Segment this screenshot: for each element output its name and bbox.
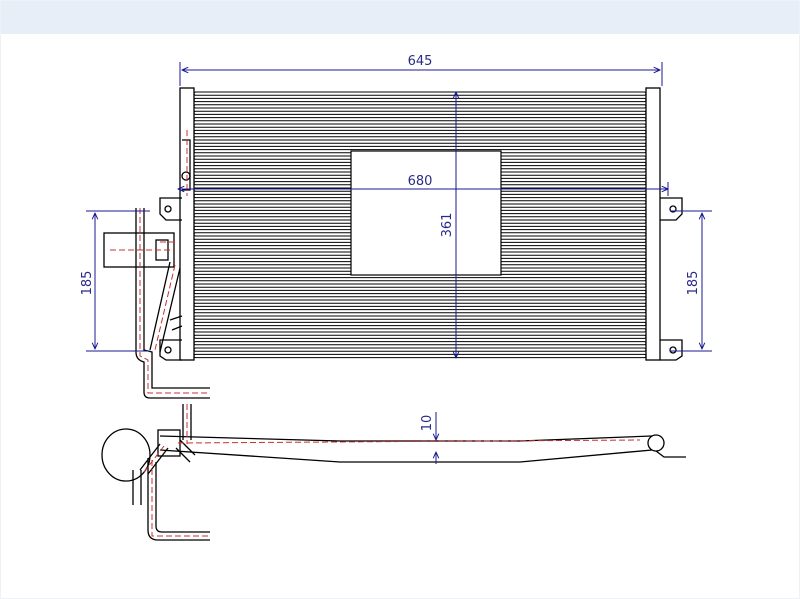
core-tube — [193, 347, 647, 352]
left-header-tank — [179, 87, 195, 361]
core-tube — [193, 142, 647, 147]
right-end-tail — [655, 450, 686, 458]
core-window — [350, 150, 502, 276]
core-tube — [193, 123, 647, 128]
core-tube — [193, 97, 647, 103]
core-tube — [193, 289, 647, 295]
inlet-pipe-outer — [143, 208, 210, 389]
right-lower-bracket — [660, 339, 683, 361]
inlet-pipe — [135, 208, 210, 399]
dim-thickness: 10 — [420, 415, 435, 432]
core-tube — [193, 309, 647, 314]
core-tube — [193, 296, 647, 301]
core-tube — [193, 334, 647, 339]
right-header-tank — [645, 87, 661, 361]
dim-bracket-left: 185 — [80, 271, 95, 296]
core-tube — [193, 104, 647, 109]
core-tube — [193, 353, 647, 359]
right-end-fitting — [647, 434, 665, 452]
core-tube — [193, 283, 647, 288]
core-tube — [193, 110, 647, 115]
left-lower-bracket — [159, 339, 182, 361]
outlet-pipe — [149, 261, 181, 353]
front-centerlines — [110, 130, 210, 394]
right-upper-bracket — [660, 197, 683, 221]
core-tube — [193, 136, 647, 141]
top-view-pipe-b — [132, 470, 142, 505]
core-tube — [193, 117, 647, 122]
core-tube — [193, 129, 647, 135]
core-profile-bottom — [159, 449, 653, 463]
core-tube — [193, 315, 647, 320]
dim-core-height: 361 — [440, 213, 455, 238]
header-bar — [0, 0, 800, 34]
core-tube — [193, 91, 647, 96]
dim-core-width: 680 — [408, 174, 433, 189]
receiver-drier — [101, 428, 151, 482]
core-tube — [193, 277, 647, 282]
dim-width-total: 645 — [408, 54, 433, 69]
front-dimensions — [86, 62, 712, 358]
left-upper-bracket — [159, 197, 182, 221]
top-view-block — [157, 429, 181, 457]
core-tube — [193, 302, 647, 307]
dim-bracket-right: 185 — [686, 271, 701, 296]
core-tube — [193, 341, 647, 346]
core-tube — [193, 321, 647, 327]
top-view-pipe-a — [182, 404, 192, 440]
outlet-tube-upper — [182, 139, 191, 191]
fitting-upper — [181, 171, 191, 181]
outlet-tube-lower — [169, 315, 183, 331]
top-view-pipe-c — [147, 458, 210, 541]
core-tube — [193, 328, 647, 333]
top-centerlines — [143, 404, 641, 537]
top-view — [101, 404, 686, 541]
top-view-pipe-d — [139, 443, 169, 475]
front-view — [103, 87, 683, 399]
